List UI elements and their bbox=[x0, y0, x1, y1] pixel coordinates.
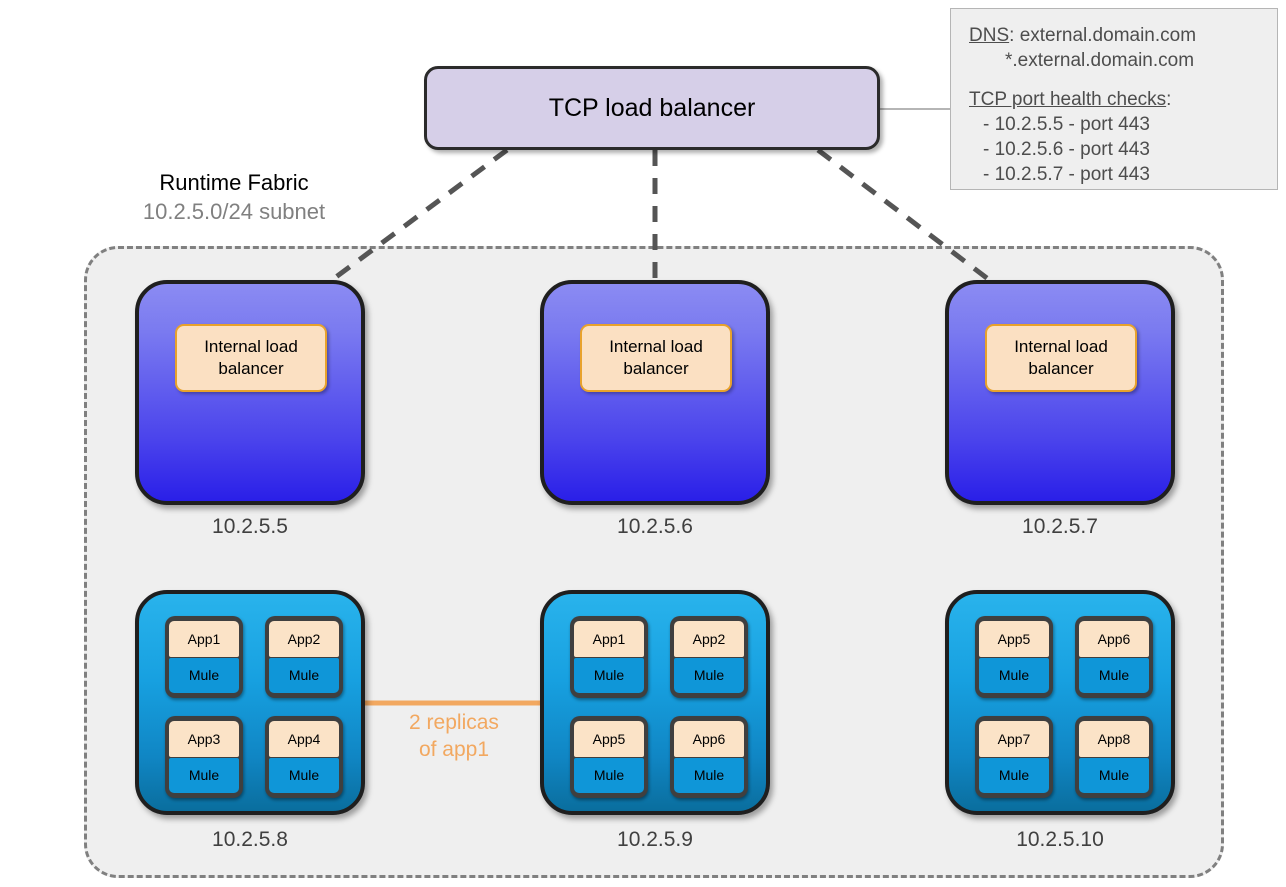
notes-box: DNS: external.domain.com *.external.doma… bbox=[950, 8, 1278, 190]
app-grid: App5 Mule App6 Mule App7 Mule App8 Mule bbox=[975, 616, 1153, 798]
tcp-load-balancer-box[interactable]: TCP load balancer bbox=[424, 66, 880, 150]
lb-node-1[interactable]: Internal load balancer bbox=[135, 280, 365, 505]
app-name: App6 bbox=[1079, 621, 1149, 657]
app-name: App1 bbox=[169, 621, 239, 657]
runtime-name: Mule bbox=[979, 657, 1049, 693]
app-card[interactable]: App6 Mule bbox=[1075, 616, 1153, 698]
app-node-2[interactable]: App1 Mule App2 Mule App5 Mule App6 Mule bbox=[540, 590, 770, 815]
notes-dns-wildcard: *.external.domain.com bbox=[1005, 50, 1195, 72]
app-node-1[interactable]: App1 Mule App2 Mule App3 Mule App4 Mule bbox=[135, 590, 365, 815]
runtime-name: Mule bbox=[169, 757, 239, 793]
app-name: App1 bbox=[574, 621, 644, 657]
notes-dns-label: DNS bbox=[969, 25, 1010, 46]
notes-health-title-line: TCP port health checks: bbox=[969, 87, 1265, 112]
notes-health-list: - 10.2.5.5 - port 443 - 10.2.5.6 - port … bbox=[969, 112, 1265, 187]
replica-annotation-line2: of app1 bbox=[418, 737, 490, 761]
lb-node-2-ip: 10.2.5.6 bbox=[617, 515, 693, 538]
lb-node-3-ip: 10.2.5.7 bbox=[1022, 515, 1098, 538]
app-card[interactable]: App8 Mule bbox=[1075, 716, 1153, 798]
lb-node-1-ip: 10.2.5.5 bbox=[212, 515, 288, 538]
app-node-2-ip: 10.2.5.9 bbox=[617, 828, 693, 851]
notes-dns-line: DNS: external.domain.com bbox=[969, 23, 1265, 48]
internal-load-balancer-chip[interactable]: Internal load balancer bbox=[985, 324, 1137, 392]
app-card[interactable]: App3 Mule bbox=[165, 716, 243, 798]
replica-annotation-line1: 2 replicas bbox=[409, 711, 499, 734]
app-name: App5 bbox=[979, 621, 1049, 657]
app-name: App3 bbox=[169, 721, 239, 757]
tcp-load-balancer-label: TCP load balancer bbox=[548, 93, 756, 122]
runtime-name: Mule bbox=[269, 657, 339, 693]
notes-spacer bbox=[969, 73, 1265, 87]
internal-load-balancer-label: Internal load balancer bbox=[1014, 337, 1108, 378]
app-node-3[interactable]: App5 Mule App6 Mule App7 Mule App8 Mule bbox=[945, 590, 1175, 815]
runtime-name: Mule bbox=[979, 757, 1049, 793]
app-node-3-ip: 10.2.5.10 bbox=[1016, 828, 1104, 851]
app-card[interactable]: App5 Mule bbox=[975, 616, 1053, 698]
notes-health-item: - 10.2.5.7 - port 443 bbox=[983, 164, 1150, 186]
app-node-1-ip: 10.2.5.8 bbox=[212, 828, 288, 851]
runtime-name: Mule bbox=[674, 757, 744, 793]
app-card[interactable]: App2 Mule bbox=[670, 616, 748, 698]
app-name: App5 bbox=[574, 721, 644, 757]
internal-load-balancer-chip[interactable]: Internal load balancer bbox=[175, 324, 327, 392]
app-name: App2 bbox=[674, 621, 744, 657]
app-card[interactable]: App5 Mule bbox=[570, 716, 648, 798]
notes-dns-primary: external.domain.com bbox=[1019, 25, 1197, 46]
runtime-name: Mule bbox=[574, 657, 644, 693]
replica-annotation: 2 replicas of app1 bbox=[373, 710, 535, 764]
lb-node-3[interactable]: Internal load balancer bbox=[945, 280, 1175, 505]
notes-dns-sep: : bbox=[1009, 25, 1020, 46]
app-grid: App1 Mule App2 Mule App5 Mule App6 Mule bbox=[570, 616, 748, 798]
runtime-name: Mule bbox=[169, 657, 239, 693]
notes-health-title: TCP port health checks bbox=[969, 89, 1167, 111]
internal-load-balancer-label: Internal load balancer bbox=[204, 337, 298, 378]
app-name: App7 bbox=[979, 721, 1049, 757]
runtime-name: Mule bbox=[574, 757, 644, 793]
app-card[interactable]: App1 Mule bbox=[570, 616, 648, 698]
runtime-fabric-subnet: 10.2.5.0/24 subnet bbox=[142, 199, 326, 224]
app-card[interactable]: App4 Mule bbox=[265, 716, 343, 798]
notes-health-item: - 10.2.5.6 - port 443 bbox=[983, 139, 1150, 161]
notes-dns-wildcard-line: *.external.domain.com bbox=[969, 48, 1265, 73]
app-card[interactable]: App2 Mule bbox=[265, 616, 343, 698]
lb-node-2[interactable]: Internal load balancer bbox=[540, 280, 770, 505]
runtime-name: Mule bbox=[1079, 657, 1149, 693]
app-name: App4 bbox=[269, 721, 339, 757]
runtime-name: Mule bbox=[269, 757, 339, 793]
app-name: App6 bbox=[674, 721, 744, 757]
runtime-name: Mule bbox=[1079, 757, 1149, 793]
app-card[interactable]: App1 Mule bbox=[165, 616, 243, 698]
app-name: App2 bbox=[269, 621, 339, 657]
internal-load-balancer-chip[interactable]: Internal load balancer bbox=[580, 324, 732, 392]
notes-health-item: - 10.2.5.5 - port 443 bbox=[983, 114, 1150, 136]
app-name: App8 bbox=[1079, 721, 1149, 757]
notes-health-colon: : bbox=[1166, 89, 1172, 111]
app-card[interactable]: App6 Mule bbox=[670, 716, 748, 798]
app-card[interactable]: App7 Mule bbox=[975, 716, 1053, 798]
runtime-name: Mule bbox=[674, 657, 744, 693]
app-grid: App1 Mule App2 Mule App3 Mule App4 Mule bbox=[165, 616, 343, 798]
runtime-fabric-title: Runtime Fabric bbox=[159, 170, 309, 195]
internal-load-balancer-label: Internal load balancer bbox=[609, 337, 703, 378]
